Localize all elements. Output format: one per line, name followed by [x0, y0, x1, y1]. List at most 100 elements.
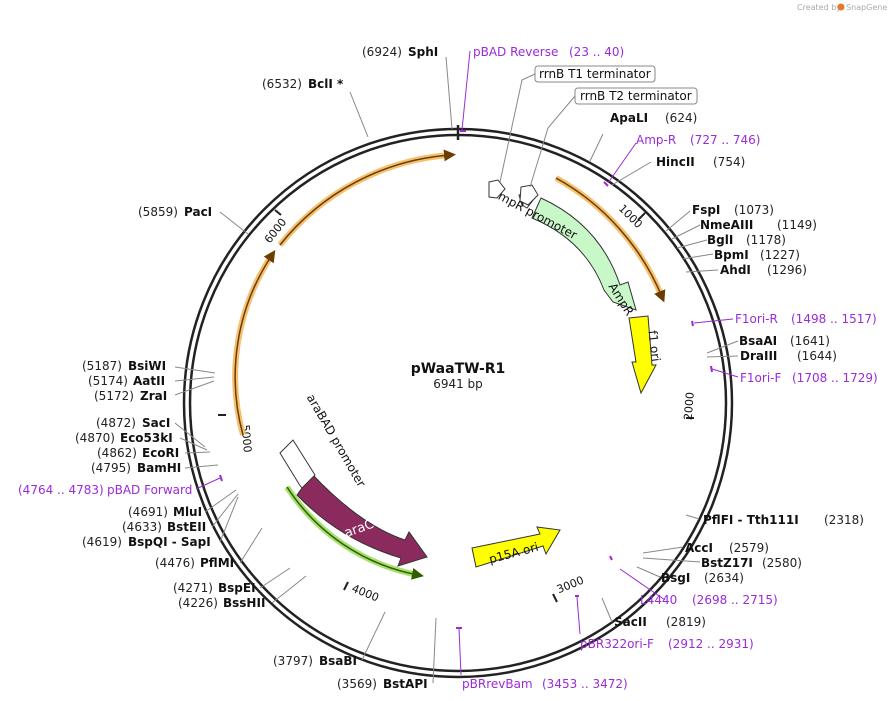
tick-4000: 4000 [350, 582, 381, 605]
site-mlui[interactable]: (4691) MluI [128, 505, 202, 519]
site-bstapi[interactable]: (3569) BstAPI [337, 677, 428, 691]
feature-f1-ori[interactable]: f1 ori [628, 315, 663, 395]
feature-rrnb-t1[interactable] [488, 179, 506, 199]
feature-rrnb-t2[interactable] [519, 184, 539, 206]
svg-text:SphI: SphI [408, 45, 438, 59]
site-bstz17i[interactable]: BstZ17I (2580) [701, 556, 802, 570]
site-bsiwi[interactable]: (5187) BsiWI [82, 359, 166, 373]
ticks: 1000 2000 3000 4000 5000 6000 [218, 202, 697, 604]
site-bspqi[interactable]: (4619) BspQI - SapI [82, 535, 211, 549]
svg-text:(1644): (1644) [797, 349, 837, 363]
site-bcli[interactable]: (6532) BclI * [262, 77, 344, 91]
svg-text:BspQI - SapI: BspQI - SapI [128, 535, 211, 549]
svg-text:(1178): (1178) [746, 233, 786, 247]
feature-p15a-ori[interactable]: p15A ori [471, 526, 561, 568]
site-eco53ki[interactable]: (4870) Eco53kI [75, 431, 173, 445]
primer-pbr322ori-f[interactable]: pBR322ori-F (2912 .. 2931) [580, 637, 754, 651]
svg-text:(5172): (5172) [94, 389, 134, 403]
svg-text:Eco53kI: Eco53kI [120, 431, 173, 445]
site-bpmi[interactable]: BpmI (1227) [714, 248, 800, 262]
svg-text:ApaLI: ApaLI [610, 111, 648, 125]
plasmid-size: 6941 bp [433, 377, 483, 391]
svg-text:(4691): (4691) [128, 505, 168, 519]
site-bsaai[interactable]: BsaAI (1641) [739, 334, 830, 348]
svg-text:pBRrevBam: pBRrevBam [462, 677, 533, 691]
site-bamhi[interactable]: (4795) BamHI [91, 461, 181, 475]
site-paci[interactable]: (5859) PacI [138, 205, 212, 219]
site-saci[interactable]: (4872) SacI [96, 416, 170, 430]
svg-text:ZraI: ZraI [140, 389, 167, 403]
primer-pbad-forward[interactable]: (4764 .. 4783) pBAD Forward [18, 483, 192, 497]
svg-text:Amp-R: Amp-R [636, 133, 676, 147]
site-acci[interactable]: AccI (2579) [685, 541, 769, 555]
svg-text:(1073): (1073) [734, 203, 774, 217]
primer-amp-r[interactable]: Amp-R (727 .. 746) [636, 133, 760, 147]
svg-text:pBR322ori-F: pBR322ori-F [580, 637, 654, 651]
plasmid-name: pWaaTW-R1 [411, 361, 506, 377]
feature-arac[interactable]: araC [296, 473, 428, 567]
svg-text:BsaBI: BsaBI [319, 654, 357, 668]
label-rrnb-t1[interactable]: rrnB T1 terminator [499, 65, 656, 183]
svg-text:HincII: HincII [656, 155, 695, 169]
site-bsteii[interactable]: (4633) BstEII [122, 520, 206, 534]
svg-text:FspI: FspI [692, 203, 720, 217]
site-bsshii[interactable]: (4226) BssHII [178, 596, 265, 610]
svg-text:BstEII: BstEII [167, 520, 206, 534]
svg-text:(624): (624) [665, 111, 697, 125]
svg-text:BsgI: BsgI [661, 571, 690, 585]
primer-lines [195, 50, 739, 676]
site-sacii[interactable]: SacII (2819) [614, 615, 706, 629]
site-ecori[interactable]: (4862) EcoRI [97, 446, 179, 460]
site-ahdi[interactable]: AhdI (1296) [720, 263, 807, 277]
svg-text:(1498 .. 1517): (1498 .. 1517) [791, 312, 877, 326]
site-bspei[interactable]: (4271) BspEI [173, 581, 256, 595]
site-draiii[interactable]: DraIII (1644) [740, 349, 837, 363]
svg-text:L4440: L4440 [640, 593, 677, 607]
svg-text:(4870): (4870) [75, 431, 115, 445]
svg-text:(4862): (4862) [97, 446, 137, 460]
primer-f1ori-r[interactable]: F1ori-R (1498 .. 1517) [735, 312, 877, 326]
svg-text:(5187): (5187) [82, 359, 122, 373]
site-bsgi[interactable]: BsgI (2634) [661, 571, 744, 585]
svg-text:BstAPI: BstAPI [383, 677, 428, 691]
site-hincii[interactable]: HincII (754) [656, 155, 745, 169]
svg-text:(4872): (4872) [96, 416, 136, 430]
svg-text:PflFI - Tth111I: PflFI - Tth111I [703, 513, 799, 527]
svg-text:F1ori-F: F1ori-F [740, 371, 781, 385]
svg-text:(754): (754) [713, 155, 745, 169]
site-pflmi[interactable]: (4476) PflMI [155, 556, 234, 570]
site-lines [174, 56, 739, 684]
svg-text:BclI *: BclI * [308, 77, 344, 91]
label-rrnb-t2[interactable]: rrnB T2 terminator [529, 87, 698, 188]
site-bgli[interactable]: BglI (1178) [707, 233, 786, 247]
svg-text:AhdI: AhdI [720, 263, 751, 277]
feature-arabad-promoter[interactable]: araBAD promoter [279, 392, 368, 490]
site-apali[interactable]: ApaLI (624) [610, 111, 697, 125]
svg-text:PacI: PacI [184, 205, 212, 219]
site-bsabi[interactable]: (3797) BsaBI [273, 654, 357, 668]
svg-text:(23 .. 40): (23 .. 40) [569, 45, 624, 59]
svg-text:(1149): (1149) [777, 218, 817, 232]
site-nmeaiii[interactable]: NmeAIII (1149) [700, 218, 817, 232]
primer-pbrrevbam[interactable]: pBRrevBam (3453 .. 3472) [462, 677, 628, 691]
site-fspi[interactable]: FspI (1073) [692, 203, 774, 217]
svg-text:(4633): (4633) [122, 520, 162, 534]
svg-text:BamHI: BamHI [137, 461, 181, 475]
svg-text:BsiWI: BsiWI [128, 359, 166, 373]
svg-text:BssHII: BssHII [223, 596, 265, 610]
site-zrai[interactable]: (5172) ZraI [94, 389, 167, 403]
site-aatii[interactable]: (5174) AatII [88, 374, 165, 388]
primer-f1ori-f[interactable]: F1ori-F (1708 .. 1729) [740, 371, 878, 385]
primer-l4440[interactable]: L4440 (2698 .. 2715) [640, 593, 778, 607]
svg-text:(1227): (1227) [760, 248, 800, 262]
site-pflfi[interactable]: PflFI - Tth111I (2318) [703, 513, 864, 527]
site-sphi[interactable]: (6924) SphI [362, 45, 438, 59]
tick-3000: 3000 [555, 574, 586, 597]
svg-text:AccI: AccI [685, 541, 713, 555]
svg-text:(4619): (4619) [82, 535, 122, 549]
svg-text:(2819): (2819) [666, 615, 706, 629]
primer-pbad-reverse[interactable]: pBAD Reverse (23 .. 40) [473, 45, 624, 59]
svg-text:(2579): (2579) [729, 541, 769, 555]
svg-text:(1641): (1641) [790, 334, 830, 348]
